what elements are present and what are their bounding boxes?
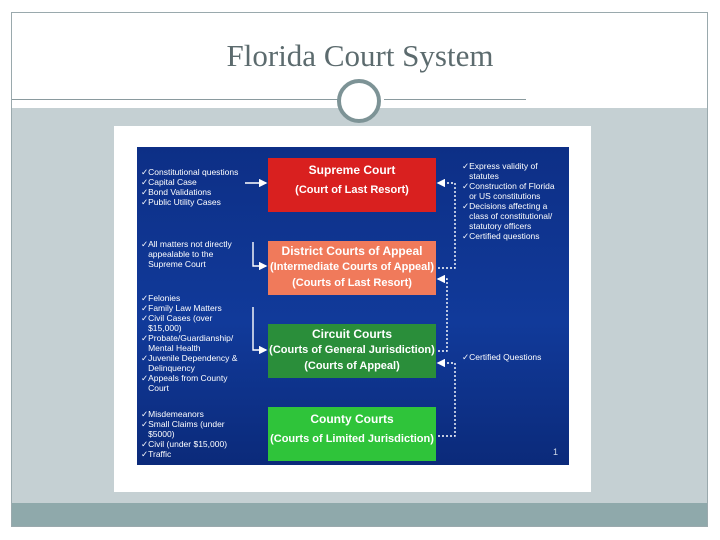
court-subtitle: (Courts of Appeal)	[304, 360, 400, 372]
court-name: District Courts of Appeal	[281, 244, 423, 258]
arrow-left-to-dca	[252, 242, 268, 271]
court-subtitle: (Court of Last Resort)	[295, 184, 409, 196]
arrow-dca-to-supreme	[436, 178, 456, 269]
arrow-left-to-circuit	[252, 307, 268, 355]
title-rule-right	[384, 99, 526, 100]
county-jurisdiction-list: ✓Misdemeanors ✓Small Claims (under $5000…	[141, 409, 228, 459]
county-courts-box: County Courts (Courts of Limited Jurisdi…	[268, 407, 436, 461]
supreme-discretionary-list: ✓Express validity of statutes ✓Construct…	[462, 161, 555, 241]
connector-arrows	[245, 178, 456, 437]
court-subtitle: (Intermediate Courts of Appeal)	[270, 261, 434, 273]
circuit-jurisdiction-list: ✓Felonies ✓Family Law Matters ✓Civil Cas…	[141, 293, 238, 393]
court-name: Supreme Court	[308, 163, 396, 177]
court-name: Circuit Courts	[311, 327, 392, 341]
arrow-circuit-to-dca	[436, 274, 448, 352]
decorative-circle	[337, 79, 381, 123]
slide-title: Florida Court System	[226, 38, 494, 73]
circuit-certified-list: ✓Certified Questions	[462, 352, 542, 362]
dca-jurisdiction-list: ✓All matters not directly appealable to …	[141, 239, 232, 269]
arrow-county-to-circuit	[436, 358, 456, 437]
court-subtitle: (Courts of Limited Jurisdiction)	[270, 433, 434, 445]
court-system-diagram: Supreme Court (Court of Last Resort) Dis…	[137, 147, 569, 465]
footer-bar	[12, 503, 707, 526]
page-mark: 1	[553, 447, 559, 457]
supreme-jurisdiction-list: ✓Constitutional questions ✓Capital Case …	[141, 167, 239, 207]
court-name: County Courts	[310, 412, 394, 426]
supreme-court-box: Supreme Court (Court of Last Resort)	[268, 158, 436, 212]
district-courts-of-appeal-box: District Courts of Appeal (Intermediate …	[268, 241, 436, 295]
court-subtitle: (Courts of Last Resort)	[292, 277, 412, 289]
title-rule-left	[12, 99, 338, 100]
court-subtitle: (Courts of General Jurisdiction)	[269, 344, 435, 356]
circuit-courts-box: Circuit Courts (Courts of General Jurisd…	[268, 324, 436, 378]
